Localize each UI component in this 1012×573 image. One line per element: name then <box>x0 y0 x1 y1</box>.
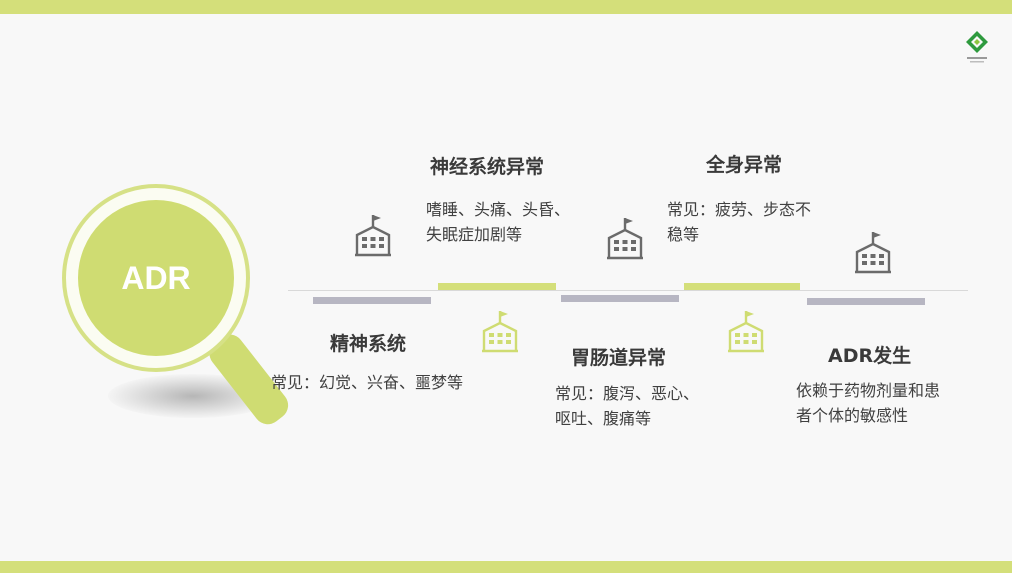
item-title-adr-occurrence: ADR发生 <box>828 345 912 367</box>
building-with-flag-icon <box>355 215 391 257</box>
timeline-segment-1 <box>313 297 431 304</box>
timeline-segment-5 <box>807 298 925 305</box>
desc-line: 失眠症加剧等 <box>426 225 523 244</box>
item-desc-adr-occurrence: 依赖于药物剂量和患 者个体的敏感性 <box>796 378 971 428</box>
item-title-psychiatric: 精神系统 <box>330 333 407 355</box>
desc-line: 常见：腹泻、恶心、 <box>555 384 700 403</box>
item-title-nervous: 神经系统异常 <box>430 156 545 178</box>
desc-line: 依赖于药物剂量和患 <box>796 381 941 400</box>
desc-line: 稳等 <box>667 225 700 244</box>
building-with-flag-icon <box>607 218 643 260</box>
item-title-gastrointestinal: 胃肠道异常 <box>571 347 667 369</box>
desc-line: 者个体的敏感性 <box>796 406 909 425</box>
desc-line: 呕吐、腹痛等 <box>555 409 652 428</box>
building-with-flag-icon <box>855 232 891 274</box>
timeline-segment-4 <box>684 283 800 290</box>
item-desc-nervous: 嗜睡、头痛、头昏、 失眠症加剧等 <box>426 197 596 247</box>
desc-line: 常见：幻觉、兴奋、噩梦等 <box>271 373 464 392</box>
item-desc-gastrointestinal: 常见：腹泻、恶心、 呕吐、腹痛等 <box>555 381 725 431</box>
desc-line: 常见：疲劳、步态不 <box>667 200 812 219</box>
item-title-systemic: 全身异常 <box>706 154 783 176</box>
building-with-flag-icon <box>728 311 764 353</box>
top-accent-bar <box>0 0 1012 14</box>
center-label: ADR <box>121 260 191 296</box>
company-logo-icon <box>966 31 988 63</box>
bottom-accent-bar <box>0 561 1012 573</box>
building-with-flag-icon <box>482 311 518 353</box>
timeline-axis <box>288 290 968 291</box>
item-desc-psychiatric: 常见：幻觉、兴奋、噩梦等 <box>271 370 491 395</box>
desc-line: 嗜睡、头痛、头昏、 <box>426 200 571 219</box>
timeline-segment-3 <box>561 295 679 302</box>
item-desc-systemic: 常见：疲劳、步态不 稳等 <box>667 197 837 247</box>
magnifier-lens <box>78 200 234 356</box>
timeline-segment-2 <box>438 283 556 290</box>
